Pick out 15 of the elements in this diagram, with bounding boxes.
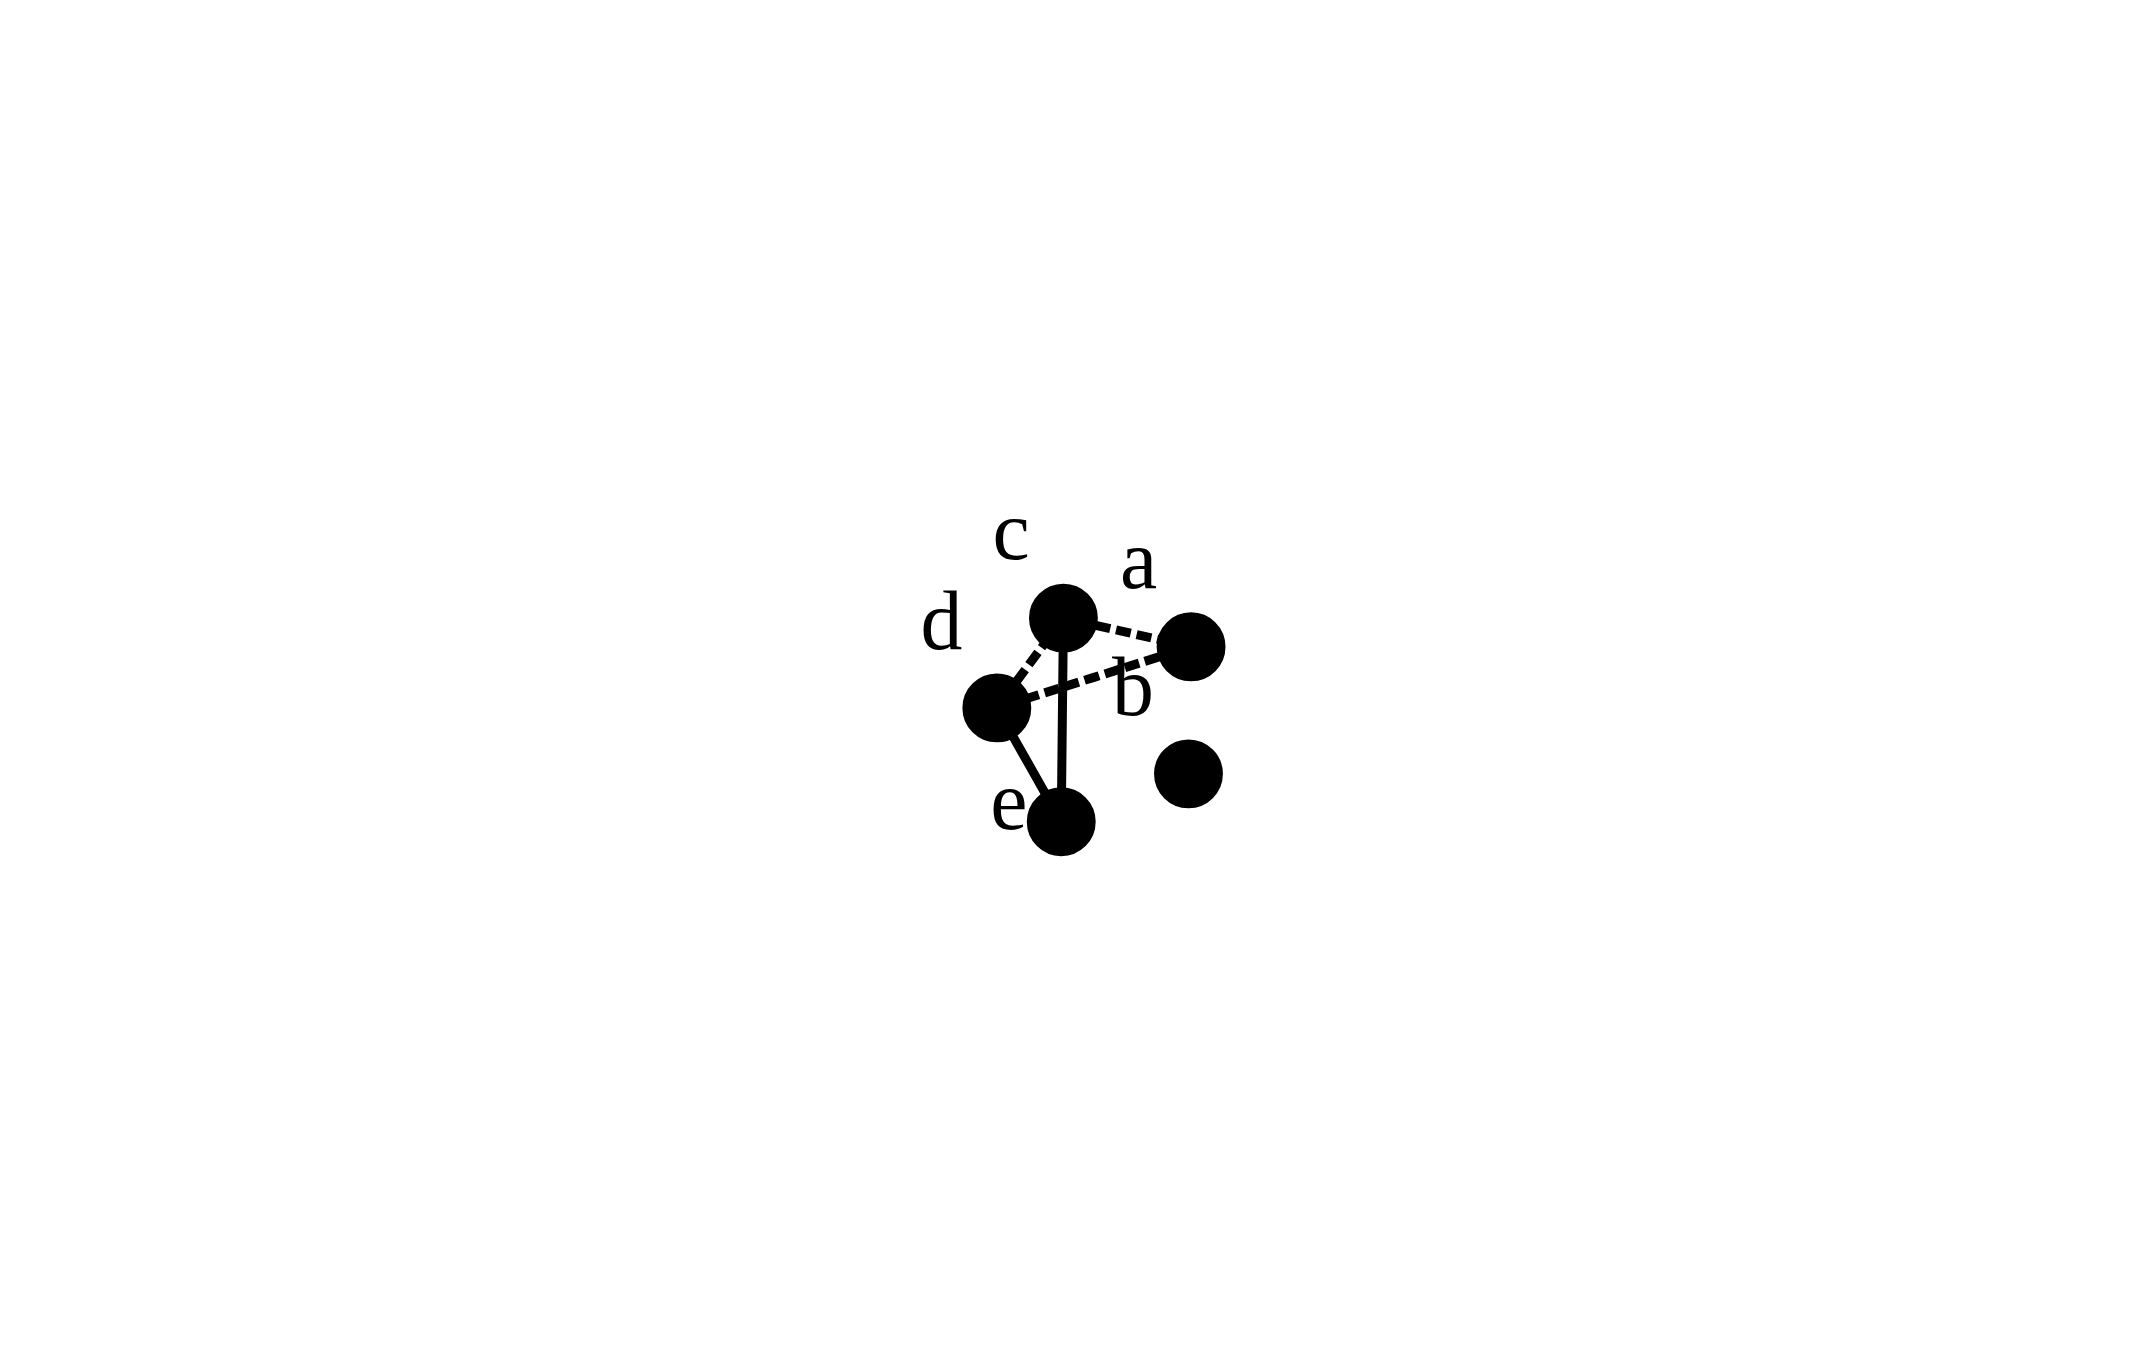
node-circle	[1026, 786, 1096, 856]
node-circle	[1156, 611, 1225, 681]
node-label: c	[991, 483, 1030, 577]
node-label: b	[1111, 639, 1154, 733]
node-label: e	[989, 753, 1027, 847]
connector	[1094, 620, 1159, 644]
node-label: d	[919, 573, 962, 667]
connector	[1008, 734, 1049, 795]
node-label: a	[1119, 512, 1157, 606]
node-circle	[961, 673, 1031, 742]
connector	[1026, 652, 1160, 702]
node-circle	[1028, 583, 1098, 652]
connector	[1012, 641, 1047, 684]
connector	[1056, 651, 1068, 789]
node-circle	[1153, 738, 1223, 808]
